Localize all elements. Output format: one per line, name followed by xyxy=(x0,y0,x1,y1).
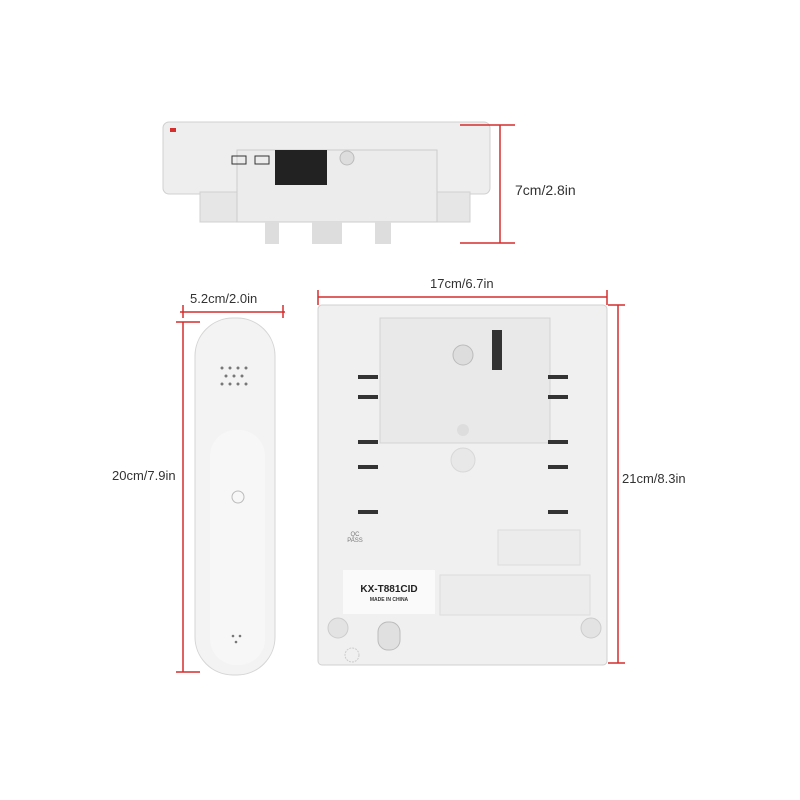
origin-label: MADE IN CHINA xyxy=(369,597,409,603)
height-dimension-label: 7cm/2.8in xyxy=(515,182,576,198)
model-sticker: KX-T881CID MADE IN CHINA xyxy=(343,570,435,614)
handset xyxy=(194,317,276,676)
dimension-lines xyxy=(176,124,625,673)
base-width-label: 17cm/6.7in xyxy=(430,276,494,291)
handset-width-label: 5.2cm/2.0in xyxy=(190,291,258,306)
phone-side-view xyxy=(162,121,491,244)
handset-length-label: 20cm/7.9in xyxy=(112,468,176,483)
model-number: KX-T881CID xyxy=(360,584,418,595)
base-length-label: 21cm/8.3in xyxy=(622,471,686,486)
qc-pass-label: QC PASS xyxy=(347,532,363,544)
